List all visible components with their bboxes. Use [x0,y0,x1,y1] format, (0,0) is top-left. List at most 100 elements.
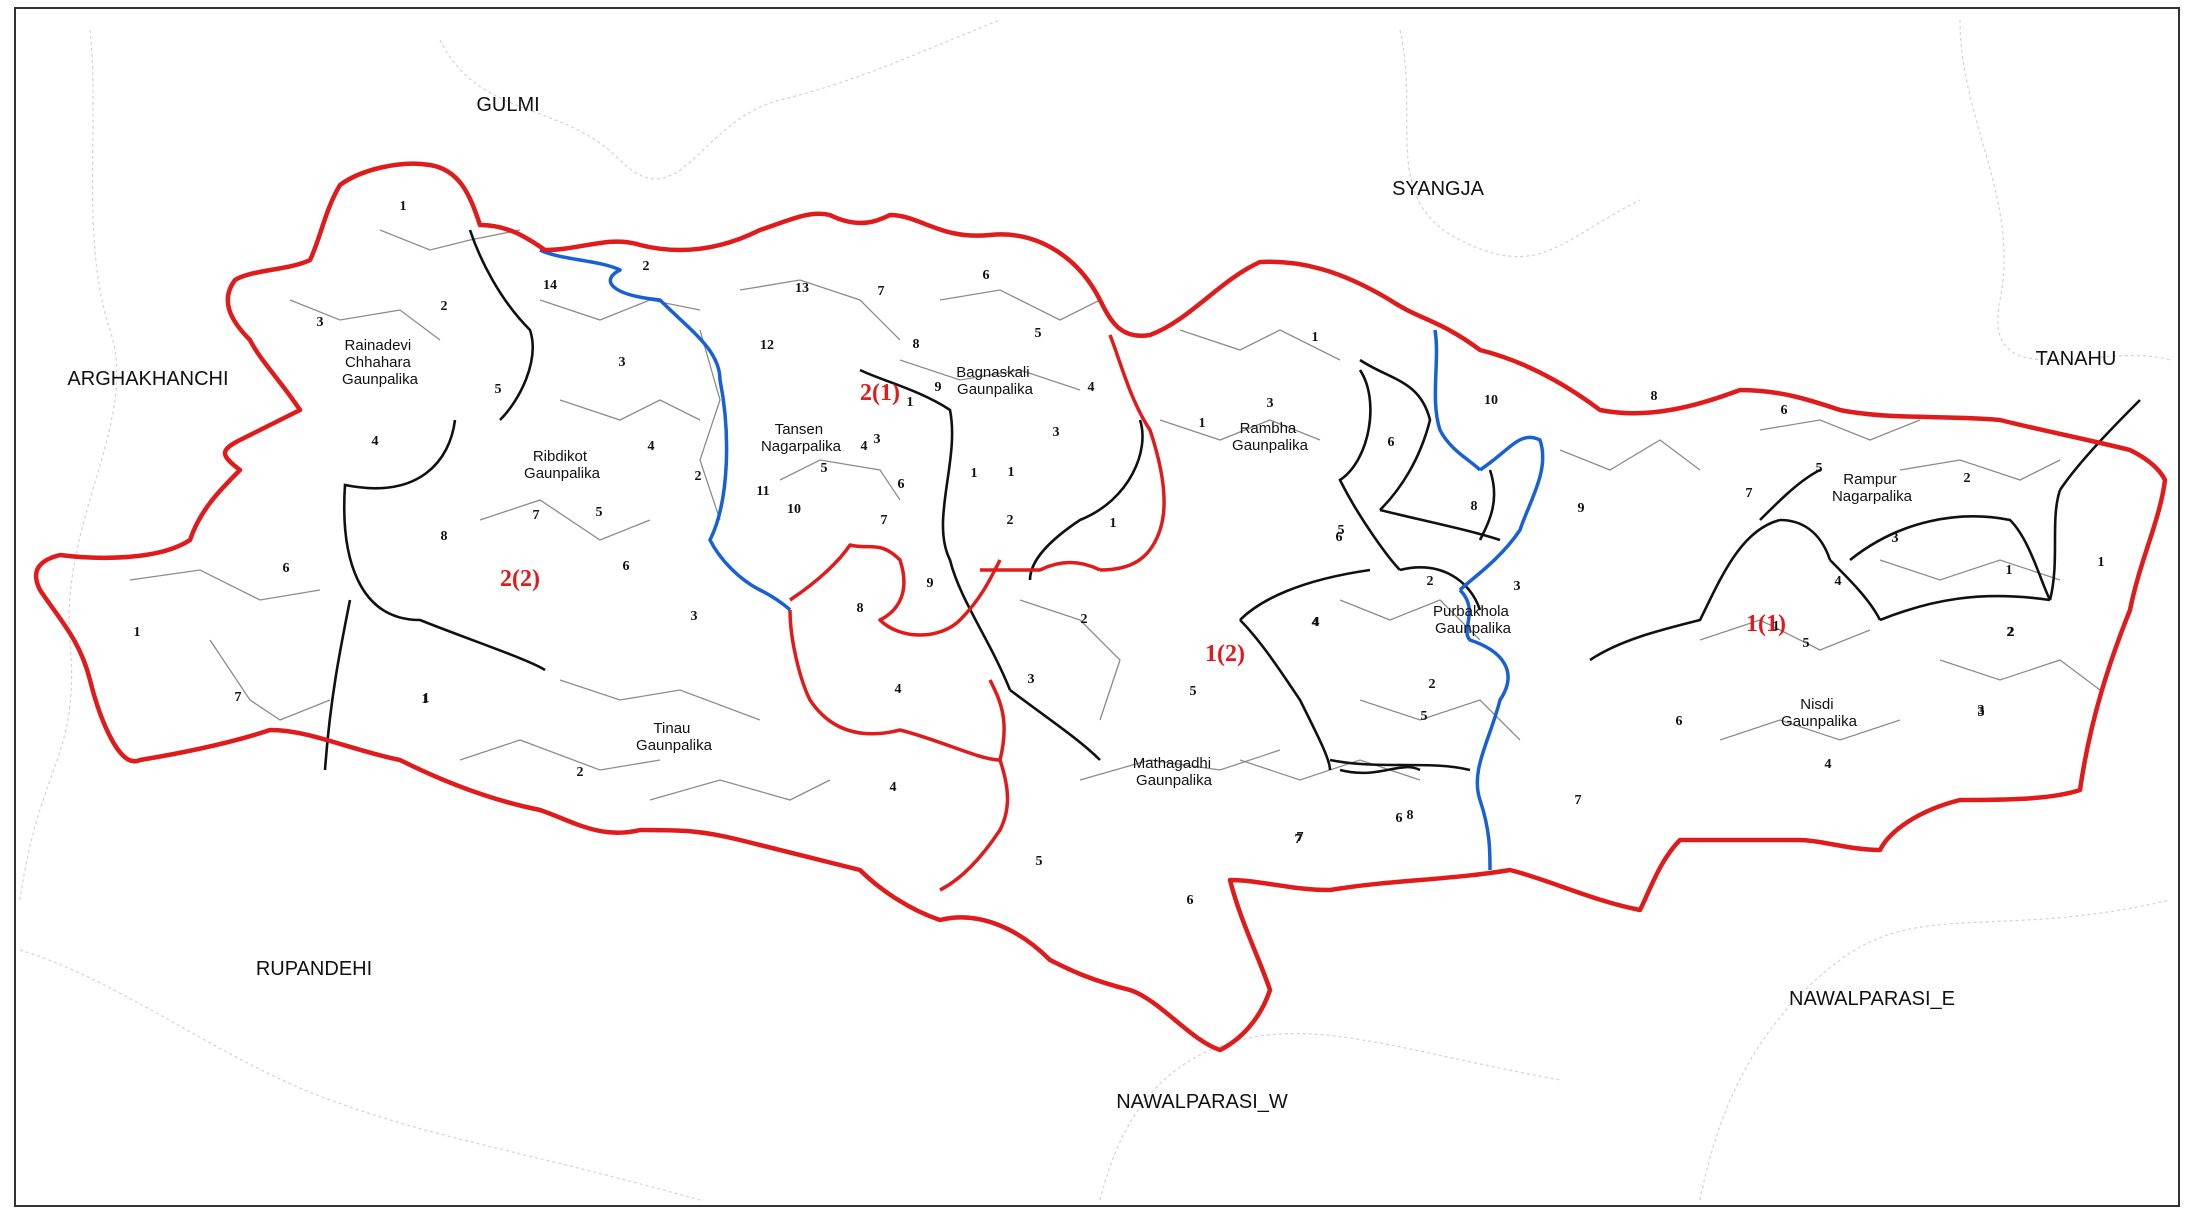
ward-number: 5 [1035,326,1042,341]
ward-number: 3 [619,355,626,370]
ward-number: 8 [913,337,920,352]
municipality-tansen: Tansen Nagarpalika [761,421,842,455]
neighbor-gulmi: GULMI [476,94,539,116]
municipality-tinau: Tinau Gaunpalika [636,720,713,754]
municipality-mathagadhi: Mathagadhi Gaunpalika [1133,755,1216,789]
ward-number: 2 [577,765,584,780]
ward-number: 10 [1484,393,1498,408]
ward-number: 4 [861,439,868,454]
ward-number: 11 [756,484,769,499]
ward-number: 1 [1312,330,1319,345]
ward-number: 9 [927,576,934,591]
ward-number: 4 [895,682,902,697]
constituency-label: 2(2) [500,566,540,592]
municipality-nisdi: Nisdi Gaunpalika [1781,696,1858,730]
neighbor-labels: GULMI SYANGJA TANAHU ARGHAKHANCHI RUPAND… [67,94,2116,1113]
ward-number: 7 [1746,486,1753,501]
ward-number: 4 [890,780,897,795]
ward-number: 8 [441,529,448,544]
ward-number: 5 [821,461,828,476]
ward-number: 5 [1036,854,1043,869]
ward-number: 3 [317,315,324,330]
ward-number: 7 [881,513,888,528]
ward-number: 4 [1835,574,1842,589]
ward-number: 1 [1773,619,1780,634]
constituency-label: 2(1) [860,380,900,406]
ward-number: 1 [2006,563,2013,578]
ward-number: 6 [983,268,990,283]
ward-number: 6 [1781,403,1788,418]
municipality-rambha: Rambha Gaunpalika [1232,420,1309,454]
ward-boundaries [129,229,2101,801]
ward-number: 2 [1007,513,1014,528]
ward-number: 1 [422,692,429,707]
ward-number: 5 [495,382,502,397]
ward-number: 6 [623,559,630,574]
ward-number: 3 [1514,579,1521,594]
ward-number: 2 [441,299,448,314]
constituency-label: 1(2) [1205,641,1245,667]
ward-number: 3 [874,432,881,447]
ward-number: 7 [1297,830,1304,845]
municipality-rainadevi-chhahara: Rainadevi Chhahara Gaunpalika [342,337,419,388]
ward-number: 2 [1429,677,1436,692]
municipality-ribdikot: Ribdikot Gaunpalika [524,448,601,482]
ward-number: 6 [898,477,905,492]
ward-number: 8 [1651,389,1658,404]
ward-number: 1 [1008,465,1015,480]
ward-number: 3 [1053,425,1060,440]
ward-number: 2 [2008,625,2015,640]
neighbor-tanahu: TANAHU [2036,348,2117,370]
neighbor-nawalparasi-e: NAWALPARASI_E [1789,988,1955,1010]
ward-number: 4 [1312,615,1319,630]
ward-number: 8 [1471,499,1478,514]
ward-number: 5 [1190,684,1197,699]
ward-number: 4 [372,434,379,449]
ward-number: 3 [691,609,698,624]
ward-number: 1 [134,625,141,640]
ward-number: 6 [1388,435,1395,450]
ward-number: 7 [878,284,885,299]
ward-number: 1 [971,466,978,481]
ward-number: 1 [423,691,430,706]
constituency-label: 1(1) [1746,611,1786,637]
ward-number: 6 [1676,714,1683,729]
ward-number: 5 [1803,636,1810,651]
ward-number: 9 [1578,501,1585,516]
ward-number: 2 [695,469,702,484]
ward-number: 4 [1088,380,1095,395]
inner-red-boundaries [788,334,1166,892]
ward-number: 6 [1187,893,1194,908]
ward-number: 7 [1575,793,1582,808]
ward-number: 7 [533,508,540,523]
ward-number: 2 [1964,471,1971,486]
ward-number: 12 [760,338,774,353]
neighbor-syangja: SYANGJA [1392,178,1485,200]
municipality-boundaries [323,229,2141,775]
neighbor-arghakhanchi: ARGHAKHANCHI [67,368,228,390]
ward-number: 7 [1295,832,1302,847]
ward-number: 2 [643,259,650,274]
ward-number: 1 [1110,516,1117,531]
ward-number: 1 [907,395,914,410]
ward-number: 7 [1297,830,1304,845]
neighbor-nawalparasi-w: NAWALPARASI_W [1116,1091,1288,1113]
ward-number: 4 [648,439,655,454]
map-frame [14,7,2180,1207]
ward-number: 5 [1816,461,1823,476]
ward-number: 9 [935,380,942,395]
ward-number: 3 [1267,396,1274,411]
ward-number: 14 [543,278,557,293]
ward-number: 5 [1421,709,1428,724]
ward-number: 8 [857,601,864,616]
ward-number: 6 [1396,811,1403,826]
ward-number: 7 [235,690,242,705]
ward-number: 5 [1338,523,1345,538]
municipality-purbakhola: Purbakhola Gaunpalika [1433,603,1513,637]
ward-number: 1 [400,199,407,214]
ward-number: 2 [1081,612,1088,627]
ward-number: 6 [1336,530,1343,545]
ward-number: 3 [1978,705,1985,720]
